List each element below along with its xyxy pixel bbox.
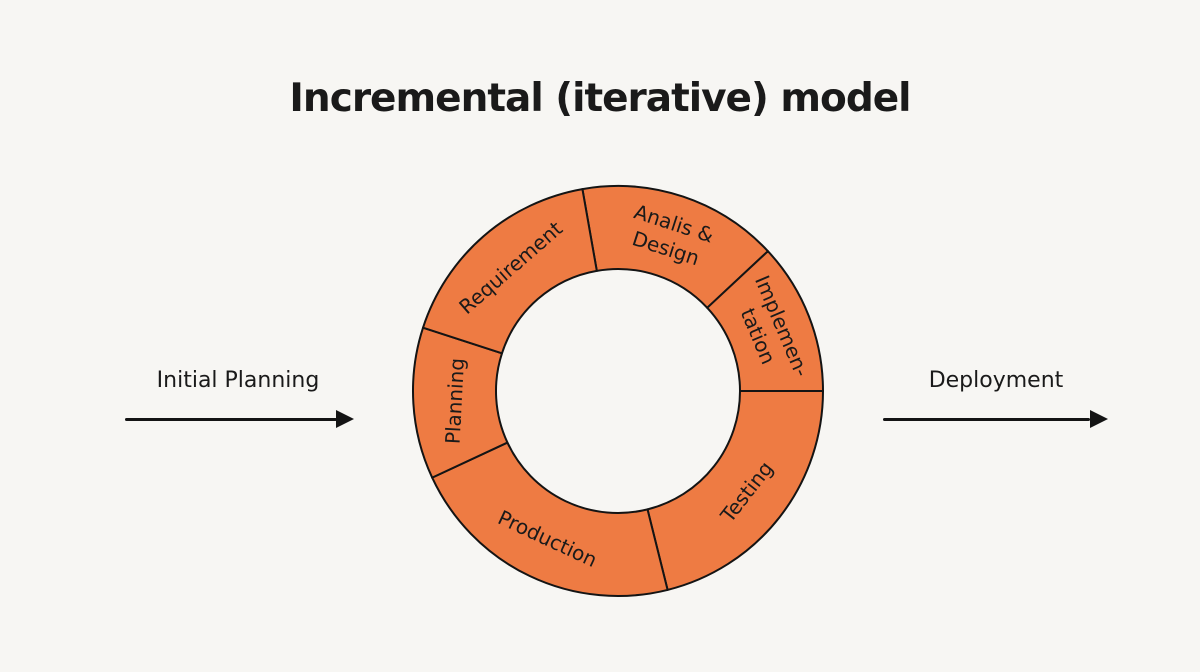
initial-planning-arrow-line: [125, 418, 337, 421]
page-title: Incremental (iterative) model: [289, 76, 911, 121]
segment-testing: [646, 390, 824, 591]
deployment-arrow-head-icon: [1090, 410, 1108, 428]
segment-requirement: [422, 188, 598, 355]
segment-label: Planning: [441, 357, 469, 444]
deployment-arrow-line: [883, 418, 1090, 421]
segment-production: [431, 441, 669, 597]
initial-planning-label: Initial Planning: [156, 368, 320, 393]
deployment-label: Deployment: [928, 368, 1064, 393]
initial-planning-arrow-head-icon: [336, 410, 354, 428]
